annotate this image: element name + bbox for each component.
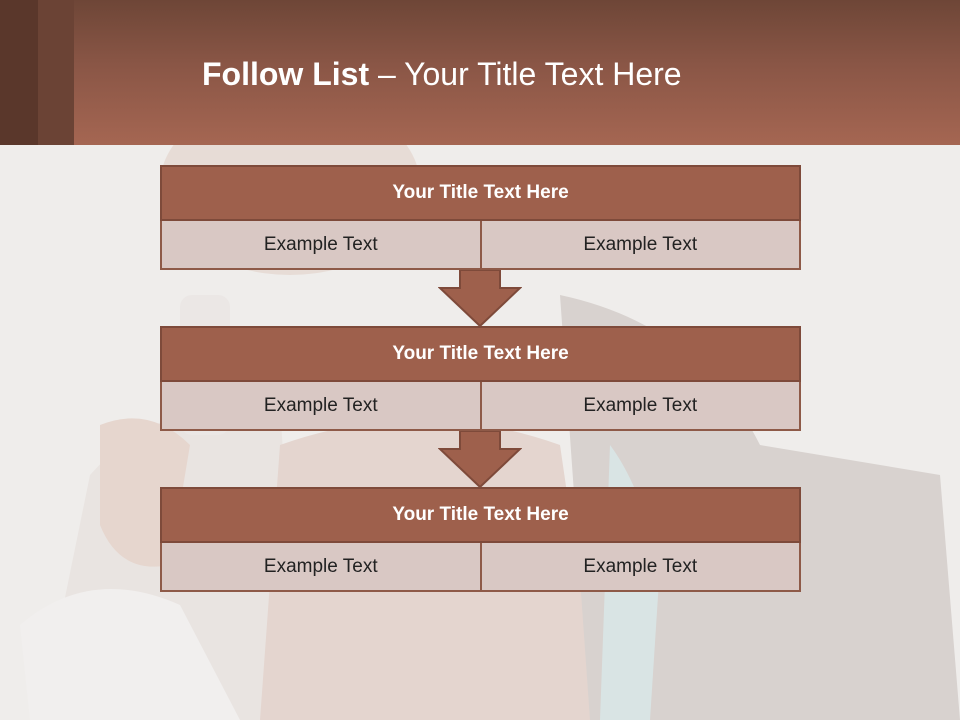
slide-title: Follow List – Your Title Text Here	[202, 56, 682, 93]
block-title: Your Title Text Here	[160, 326, 801, 382]
title-dash: –	[369, 56, 405, 92]
block-cell-right: Example Text	[481, 543, 801, 592]
header-accent-dark	[0, 0, 38, 145]
block-row: Example Text Example Text	[160, 543, 801, 592]
title-bold: Follow List	[202, 56, 370, 92]
down-arrow-icon	[438, 431, 522, 489]
block-cell-left: Example Text	[160, 221, 482, 270]
list-block-2: Your Title Text Here Example Text Exampl…	[160, 326, 801, 431]
header-accent-medium	[38, 0, 74, 145]
header-band: Follow List – Your Title Text Here	[0, 0, 960, 145]
block-row: Example Text Example Text	[160, 382, 801, 431]
block-title: Your Title Text Here	[160, 487, 801, 543]
down-arrow-icon	[438, 270, 522, 328]
block-cell-right: Example Text	[481, 382, 801, 431]
block-cell-left: Example Text	[160, 543, 482, 592]
list-block-3: Your Title Text Here Example Text Exampl…	[160, 487, 801, 592]
title-rest: Your Title Text Here	[404, 56, 682, 92]
block-title: Your Title Text Here	[160, 165, 801, 221]
block-row: Example Text Example Text	[160, 221, 801, 270]
block-cell-left: Example Text	[160, 382, 482, 431]
list-block-1: Your Title Text Here Example Text Exampl…	[160, 165, 801, 270]
block-cell-right: Example Text	[481, 221, 801, 270]
